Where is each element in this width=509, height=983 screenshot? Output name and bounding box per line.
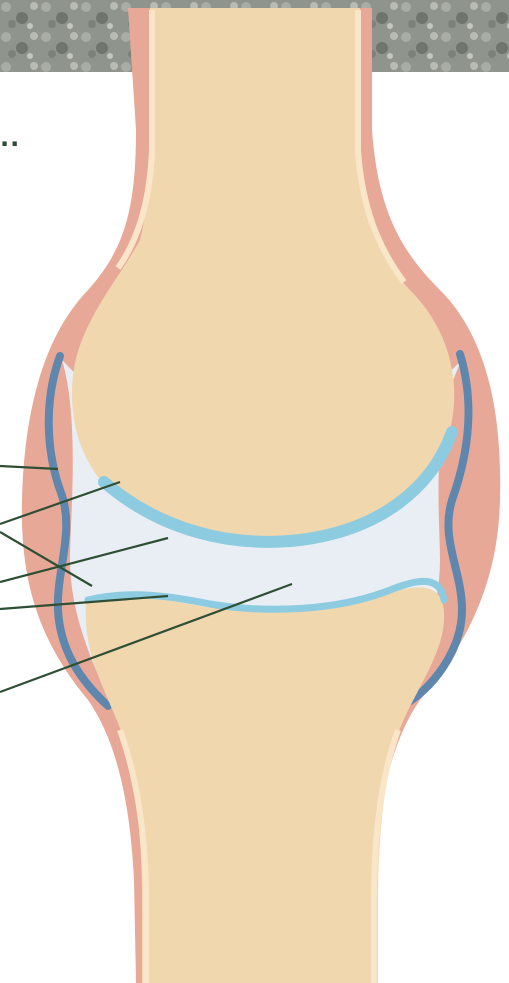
caption-fragment: .. [0, 124, 20, 152]
